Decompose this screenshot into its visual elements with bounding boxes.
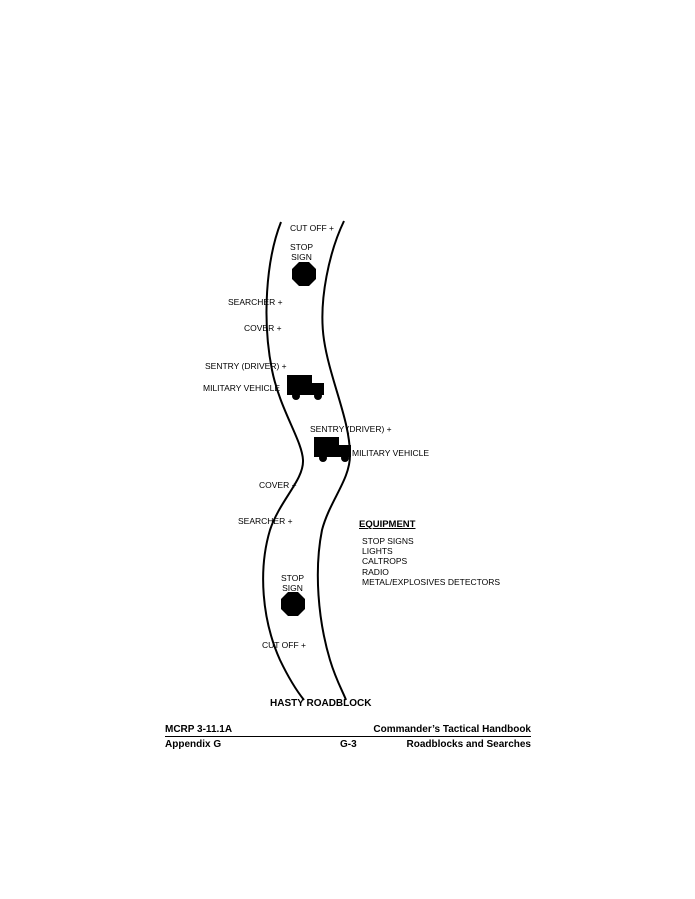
equipment-heading: EQUIPMENT [359,519,416,530]
stop-sign-icon [281,592,305,616]
appendix-label: Appendix G [165,739,222,750]
military-vehicle-icon [287,375,324,400]
equipment-item: RADIO [362,566,389,577]
road-left-edge [262,221,305,701]
equipment-item: LIGHTS [362,546,393,557]
footer-divider [165,736,531,737]
military-vehicle-label: MILITARY VEHICLE [352,448,429,458]
equipment-list: STOP SIGNS LIGHTS CALTROPS RADIO METAL/E… [362,536,500,587]
stop-sign-icon [292,262,316,286]
stop-sign-label: STOP SIGN [290,242,313,262]
road-right-edge [316,220,352,701]
sentry-label: SENTRY (DRIVER) + [310,424,392,434]
sentry-label: SENTRY (DRIVER) + [205,361,287,371]
diagram-title: HASTY ROADBLOCK [270,698,372,709]
cover-label: COVER + [244,323,282,333]
section-title: Roadblocks and Searches [406,739,532,750]
page-number: G-3 [340,739,357,750]
searcher-label: SEARCHER + [228,297,283,307]
equipment-item: STOP SIGNS [362,536,414,546]
equipment-item: METAL/EXPLOSIVES DETECTORS [362,576,501,587]
cut-off-label: CUT OFF + [290,223,334,233]
handbook-title: Commander’s Tactical Handbook [373,724,531,735]
stop-sign-label: STOP SIGN [281,573,304,593]
cut-off-label: CUT OFF + [262,640,306,650]
cover-label: COVER + [259,480,297,490]
searcher-label: SEARCHER + [238,516,293,526]
equipment-item: CALTROPS [362,556,408,567]
military-vehicle-icon [314,437,351,462]
military-vehicle-label: MILITARY VEHICLE [203,383,280,393]
publication-number: MCRP 3-11.1A [165,724,233,735]
